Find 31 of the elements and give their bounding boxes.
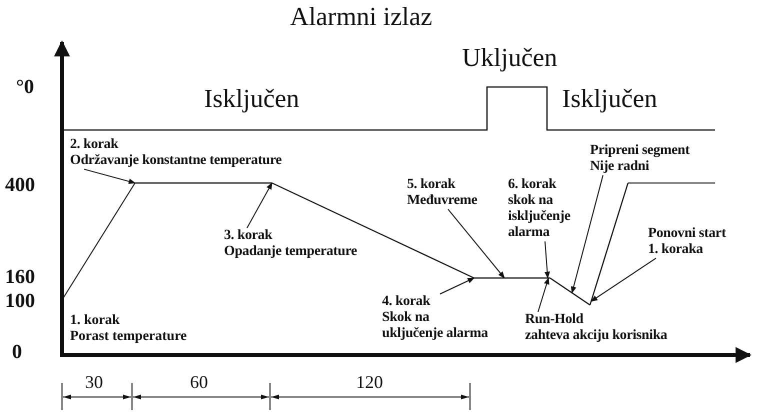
chart-title: Alarmni izlaz <box>290 2 432 32</box>
leader-arrow <box>440 278 475 294</box>
axis-tick-label: 400 <box>5 174 35 197</box>
axis-tick-label: 160 <box>5 266 35 289</box>
step-annotation: 3. korak Opadanje temperature <box>224 228 357 260</box>
axis-unit-label: °0 <box>16 76 34 99</box>
leader-arrow <box>590 258 656 302</box>
step-annotation: Ponovni start 1. koraka <box>648 226 726 258</box>
leader-arrow <box>570 174 604 294</box>
dimension-label: 120 <box>356 372 383 393</box>
axis-tick-label: 0 <box>12 341 22 364</box>
leader-arrow <box>544 240 550 279</box>
step-annotation: 6. korak skok na isključenje alarma <box>508 177 570 242</box>
axis-tick-label: 100 <box>5 290 35 313</box>
step-annotation: 4. korak Skok na uključenje alarma <box>382 294 488 342</box>
curve-segment <box>550 278 590 306</box>
dimension-label: 60 <box>190 372 208 393</box>
step-annotation: Run-Hold zahteva akciju korisnika <box>525 312 668 344</box>
step-annotation: 5. korak Međuvreme <box>407 177 478 210</box>
leader-arrow <box>84 168 136 184</box>
leader-arrow <box>538 277 550 312</box>
leader-arrow <box>246 182 272 228</box>
state-label: Isključen <box>562 84 658 114</box>
step-annotation: Pripreni segment Nije radni <box>590 143 690 176</box>
dimension-label: 30 <box>85 372 103 393</box>
curve-segment <box>589 182 629 306</box>
step-annotation: 1. korak Porast temperature <box>70 313 187 346</box>
leader-arrow <box>448 208 505 279</box>
state-label: Isključen <box>204 84 300 114</box>
step-annotation: 2. korak Održavanje konstantne temperature <box>70 137 282 170</box>
state-label: Uključen <box>462 43 558 73</box>
